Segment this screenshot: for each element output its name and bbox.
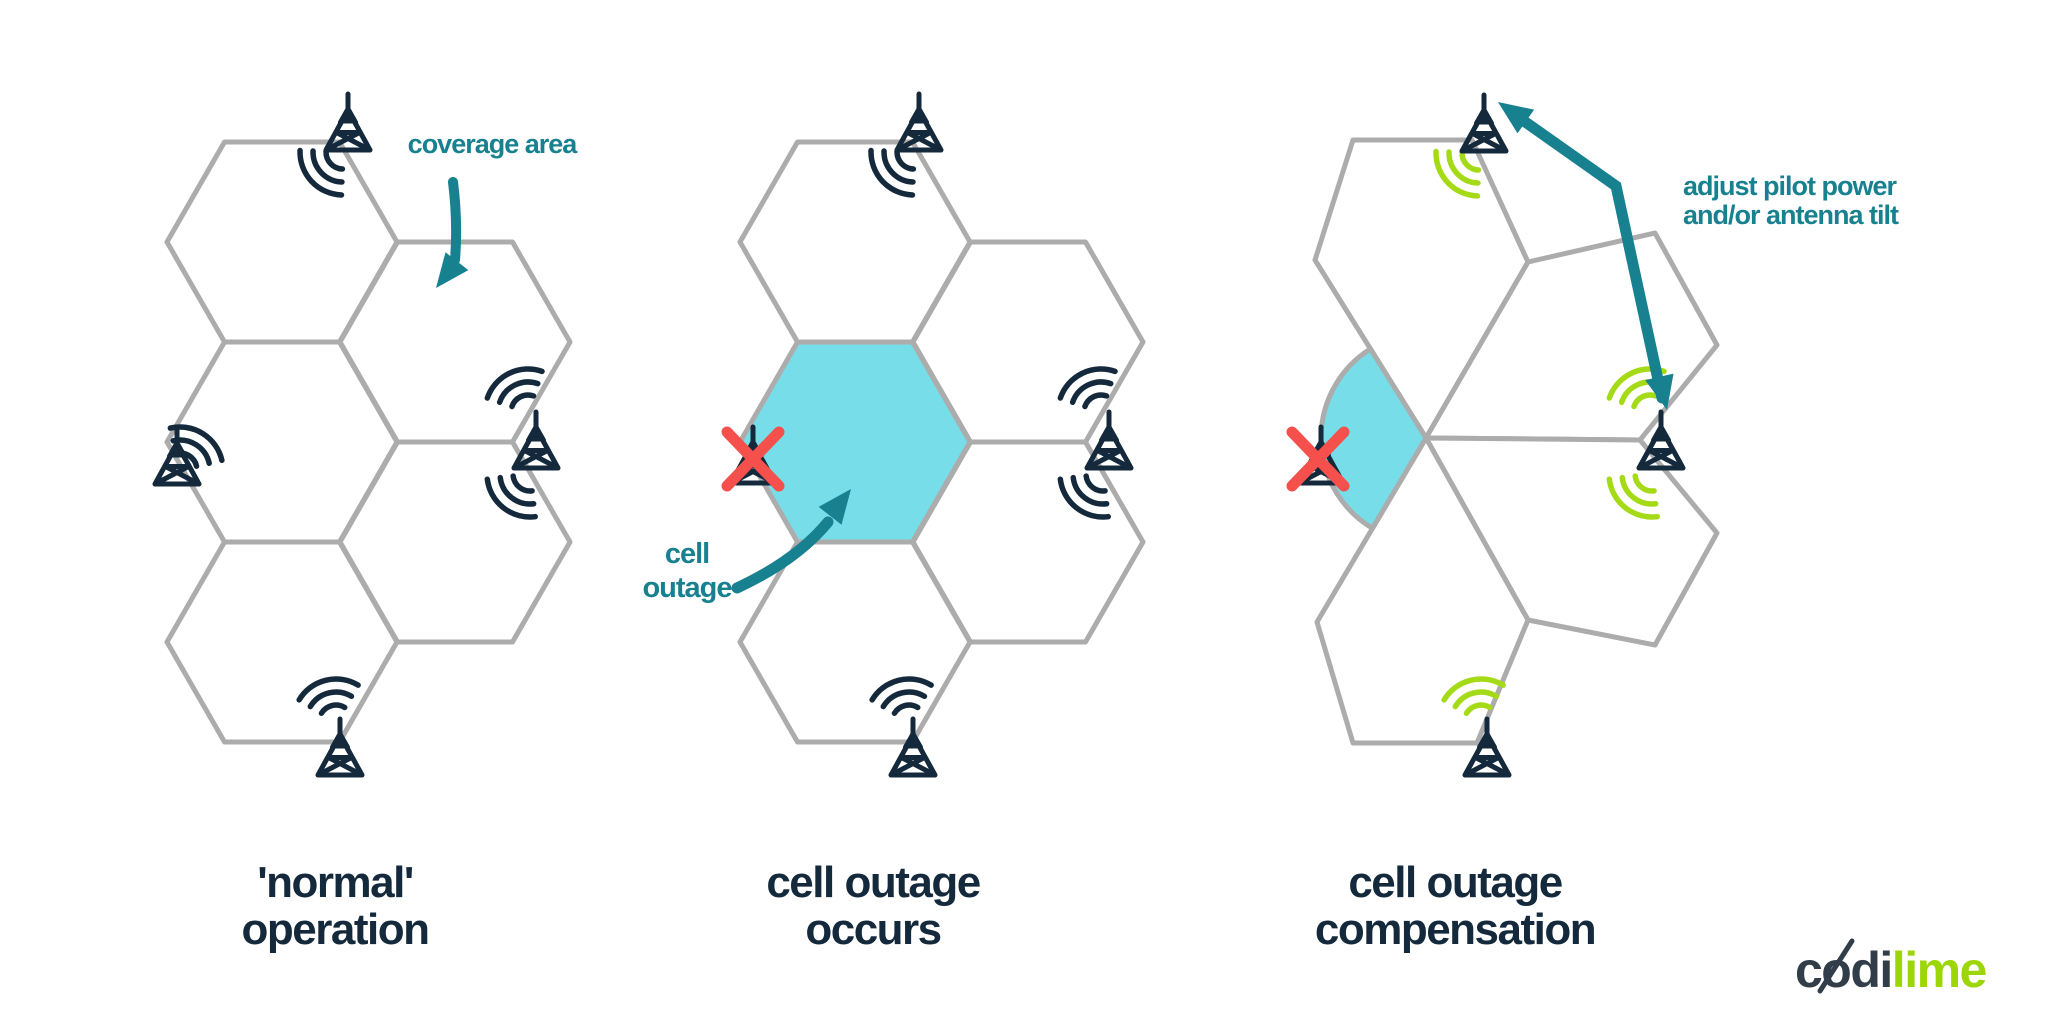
annotation-adjust-power: and/or antenna tilt — [1683, 200, 1899, 230]
annotation-cell-outage: outage — [642, 572, 732, 604]
annotation-cell-outage: cell — [665, 538, 709, 570]
antenna-tower-icon — [326, 94, 370, 150]
panel-title: compensation — [1315, 905, 1595, 954]
panel-cell-outage-compensation: adjust pilot power and/or antenna tilt c… — [1292, 90, 1900, 954]
panel-title: operation — [242, 905, 429, 954]
cell-outage-arrow — [731, 516, 834, 594]
panel-title: 'normal' — [257, 858, 413, 907]
logo-o-slash — [1817, 938, 1855, 994]
panel-title: occurs — [805, 905, 940, 954]
codilime-logo: codilime — [1795, 938, 1988, 998]
panel-title: cell outage — [1348, 858, 1561, 907]
panel-title: cell outage — [766, 858, 979, 907]
coverage-area-arrow — [448, 177, 462, 265]
svg-text:codilime: codilime — [1795, 942, 1987, 998]
antenna-tower-icon — [897, 94, 941, 150]
expanded-cell-bottom — [1314, 435, 1531, 746]
annotation-adjust-power: adjust pilot power — [1683, 171, 1897, 201]
panel-normal-operation: coverage area 'normal' operation — [155, 94, 579, 954]
panel-cell-outage-occurs: cell outage cell outage occurs — [642, 94, 1146, 954]
annotation-coverage-area: coverage area — [408, 129, 579, 159]
compensation-adjust-arrow — [1508, 108, 1668, 404]
logo-lime: lime — [1892, 942, 1987, 998]
expanded-cell-upper-right — [1423, 230, 1720, 443]
